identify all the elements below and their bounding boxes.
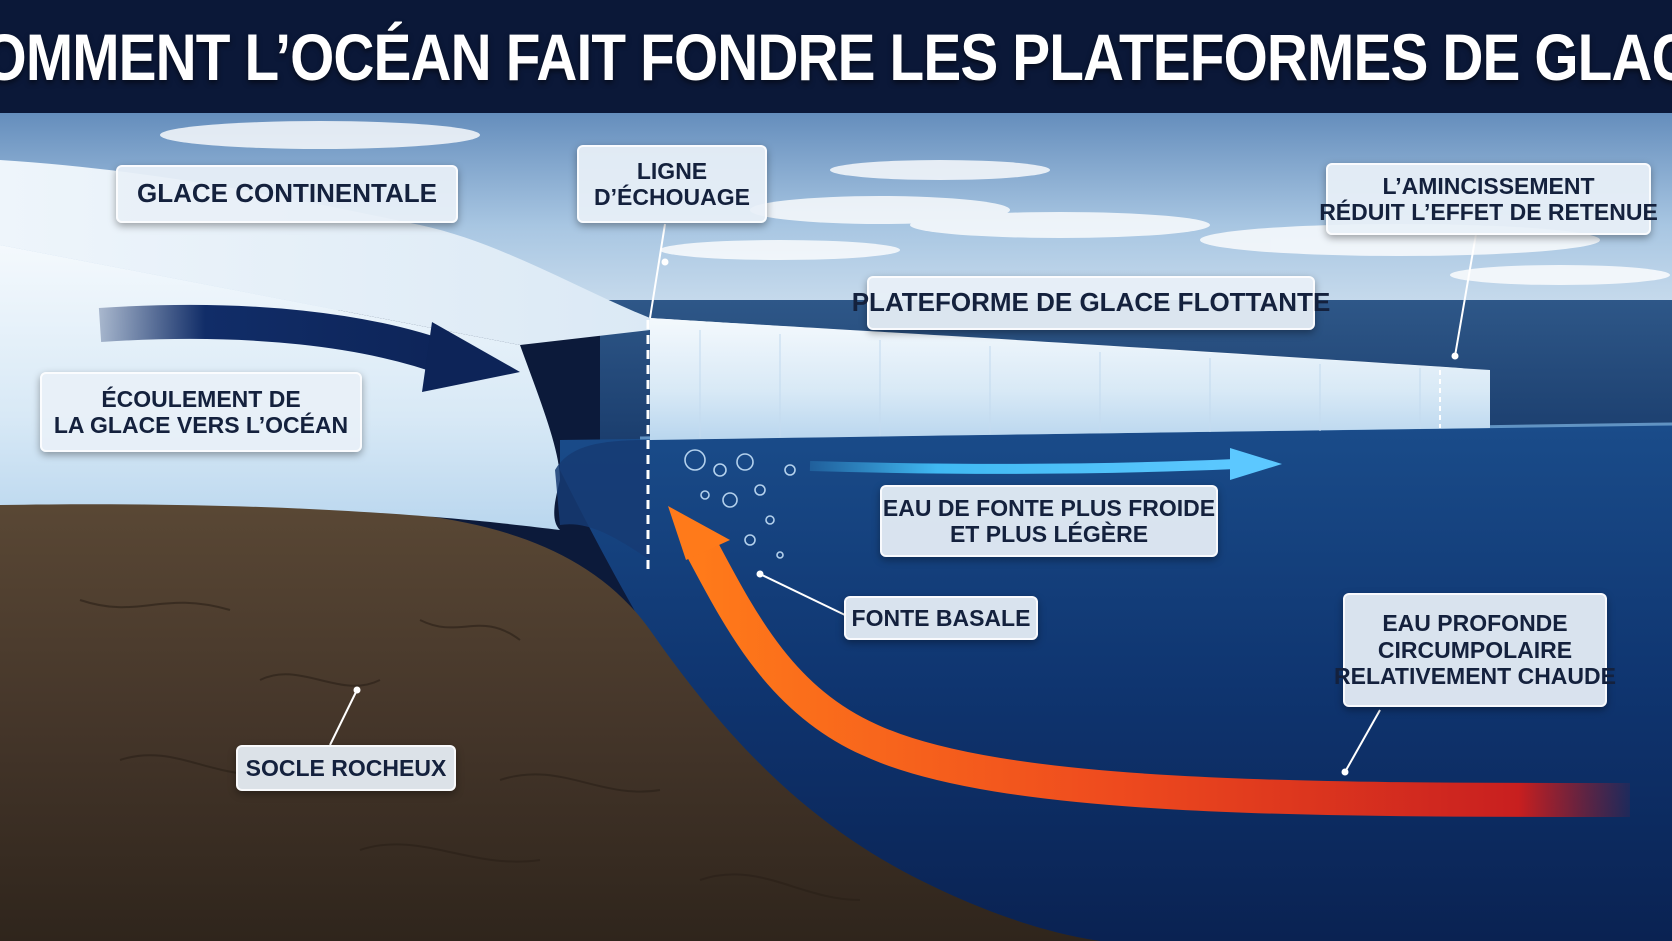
label-ice-flow: ÉCOULEMENT DE LA GLACE VERS L’OCÉAN [40, 372, 362, 452]
label-deep-water: EAU PROFONDE CIRCUMPOLAIRE RELATIVEMENT … [1334, 593, 1616, 707]
label-ice-flow-line2: LA GLACE VERS L’OCÉAN [53, 412, 349, 438]
label-thinning-line1: L’AMINCISSEMENT [1382, 172, 1595, 199]
title-bar: COMMENT L’OCÉAN FAIT FONDRE LES PLATEFOR… [0, 0, 1672, 113]
bedrock [0, 497, 1100, 941]
warm-arrow-head [668, 506, 730, 560]
label-deep-water-line1: EAU PROFONDE [1382, 610, 1568, 637]
label-basal-melt-text: FONTE BASALE [851, 604, 1031, 631]
meltwater-bubbles [684, 449, 796, 559]
clouds [160, 121, 1670, 285]
thinning-leader [1454, 233, 1477, 357]
label-bedrock-text: SOCLE ROCHEUX [245, 754, 447, 781]
label-floating-shelf: PLATEFORME DE GLACE FLOTTANTE [852, 276, 1330, 330]
cold-meltwater-arrow [809, 459, 1236, 474]
basal-melt-leader [759, 573, 846, 616]
grounding-line-leader [649, 223, 666, 319]
label-meltwater-line2: ET PLUS LÉGÈRE [949, 521, 1149, 547]
label-grounding-line-line1: LIGNE [636, 157, 708, 184]
label-deep-water-line2: CIRCUMPOLAIRE [1377, 636, 1573, 663]
label-meltwater-line1: EAU DE FONTE PLUS FROIDE [882, 494, 1216, 521]
warm-deep-water-arrow [684, 537, 1631, 817]
label-basal-melt: FONTE BASALE [844, 596, 1038, 640]
deep-water-leader [1344, 709, 1381, 773]
label-continental-ice: GLACE CONTINENTALE [116, 165, 458, 223]
shelf-texture [699, 330, 1421, 438]
label-continental-ice-text: GLACE CONTINENTALE [137, 178, 437, 209]
floating-shelf-face [650, 318, 1490, 440]
label-deep-water-line3: RELATIVEMENT CHAUDE [1334, 663, 1616, 690]
label-floating-shelf-text: PLATEFORME DE GLACE FLOTTANTE [851, 287, 1331, 318]
label-grounding-line-line2: D’ÉCHOUAGE [594, 184, 750, 210]
ice-flow-arrow-head [422, 322, 520, 392]
label-meltwater: EAU DE FONTE PLUS FROIDE ET PLUS LÉGÈRE [880, 485, 1218, 557]
cold-arrow-head [1230, 448, 1282, 480]
page-title: COMMENT L’OCÉAN FAIT FONDRE LES PLATEFOR… [0, 19, 1672, 94]
label-grounding-line: LIGNE D’ÉCHOUAGE [577, 145, 767, 223]
label-thinning: L’AMINCISSEMENT RÉDUIT L’EFFET DE RETENU… [1319, 163, 1658, 235]
ice-flow-arrow [98, 304, 456, 376]
ice-underside-cavity [555, 440, 650, 560]
label-thinning-line2: RÉDUIT L’EFFET DE RETENUE [1319, 199, 1658, 225]
bedrock-leader [329, 689, 358, 746]
label-bedrock: SOCLE ROCHEUX [236, 745, 456, 791]
label-ice-flow-line1: ÉCOULEMENT DE [101, 385, 301, 412]
